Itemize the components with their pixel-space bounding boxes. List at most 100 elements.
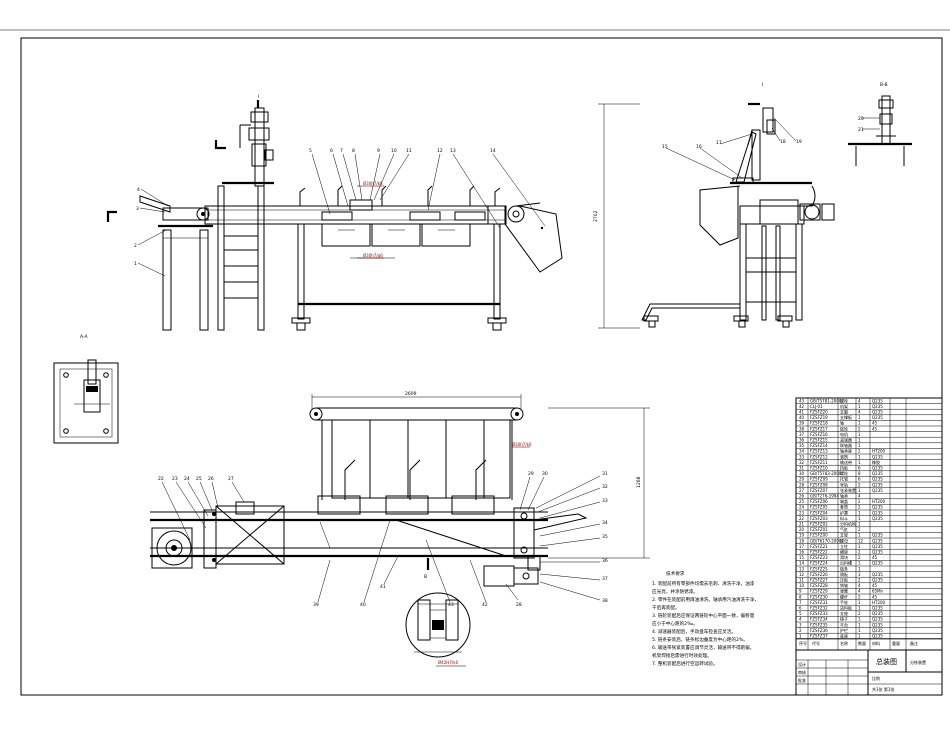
bom-cell: FZSFZ02 — [810, 522, 828, 527]
bom-cell: 手轮 — [840, 599, 848, 605]
bom-cell: 1 — [858, 404, 861, 409]
part-label-1: 1 — [134, 261, 137, 267]
bom-cell: 机架 — [840, 403, 848, 409]
fit-dimension-plan: Ø30h7/k6 — [512, 442, 532, 447]
bom-cell: FZSFZ23 — [810, 555, 828, 560]
part-label-37: 37 — [602, 576, 608, 582]
bom-cell: Q235 — [872, 510, 883, 515]
bom-cell: FZSFZ07 — [810, 488, 828, 493]
bom-cell: 20 — [799, 527, 805, 532]
bom-cell: 30 — [799, 471, 805, 476]
section-mark-plan: B — [424, 574, 427, 580]
bom-cell: 36 — [799, 438, 805, 443]
sheet-label: 共1张 第1张 — [872, 686, 894, 692]
bom-cell: 弹簧 — [840, 588, 848, 594]
bom-cell: 43 — [799, 398, 805, 403]
bom-cell: Q235 — [872, 415, 883, 420]
bom-cell: 减速器 — [840, 437, 852, 443]
part-label-40: 40 — [360, 602, 366, 608]
bom-cell: FZSFZ14 — [810, 443, 828, 448]
bom-header-cell: 备注 — [910, 640, 918, 646]
bom-cell: 14 — [799, 561, 805, 566]
height-dimension: 2702 — [593, 210, 599, 222]
bom-cell: 1 — [858, 622, 861, 627]
bom-cell: Q235 — [872, 544, 883, 549]
bom-cell: 横梁 — [840, 549, 848, 555]
bom-cell: 2 — [858, 550, 861, 555]
bom-cell: 支架 — [840, 532, 848, 538]
bom-cell: FZSFZ18 — [810, 421, 828, 426]
bom-cell: 26 — [799, 494, 805, 499]
bom-cell: 39 — [799, 421, 805, 426]
part-label-19: 19 — [796, 139, 802, 145]
tech-req-line-7: 4. 减速器装配后，手动盘车检查应灵活。 — [652, 628, 736, 635]
plan-part-labels: 22 23 24 25 26 27 28 29 30 31 32 33 34 3… — [158, 471, 608, 608]
section-mark-side: I — [762, 82, 763, 88]
bom-cell: Q235 — [872, 606, 883, 611]
bom-cell: Q235 — [872, 550, 883, 555]
detail-view-top-right: B-B 20 21 — [848, 82, 912, 166]
bom-cell: FZSFZ24 — [810, 561, 828, 566]
bom-cell: 螺栓 — [840, 397, 848, 403]
bom-cell: 1 — [858, 566, 861, 571]
tech-req-line-5: 3. 链轮装配后应保证两链轮中心平面一致，偏移量 — [652, 612, 755, 619]
part-label-35: 35 — [602, 534, 608, 540]
bom-cell: FZSFZ37 — [810, 634, 828, 639]
bom-cell: 6 — [858, 466, 861, 471]
bom-cell: 链条 — [840, 565, 848, 571]
bom-cell: 1 — [858, 617, 861, 622]
tech-req-line-1: 1. 装配前所有零部件均需去毛刺、清洗干净，油漆 — [652, 580, 755, 587]
bom-cell: 轴 — [840, 420, 844, 426]
bom-cell: 42 — [799, 404, 805, 409]
bom-cell: 2 — [858, 555, 861, 560]
bom-cell: 2 — [858, 449, 861, 454]
bom-cell: 27 — [799, 488, 805, 493]
bom-cell: 支腿 — [840, 409, 848, 415]
bom-cell: 11 — [799, 578, 805, 583]
bom-cell: FZSFZ33 — [810, 611, 828, 616]
bom-cell: Q235 — [872, 617, 883, 622]
part-label-32: 32 — [602, 484, 608, 490]
bom-cell: Q235 — [872, 488, 883, 493]
bom-cell: Q235 — [872, 622, 883, 627]
bom-cell: FZSFZ00 — [810, 533, 828, 538]
part-label-6: 6 — [330, 148, 333, 154]
part-label-16: 16 — [696, 144, 702, 150]
width-dimension: 1268 — [636, 476, 642, 488]
bom-cell: FZSFZ25 — [810, 566, 828, 571]
bom-cell: GB/T276-1994 — [810, 494, 839, 499]
bom-cell: Q235 — [872, 572, 883, 577]
bom-cell: 托辊 — [840, 476, 848, 482]
bom-cell: Q235 — [872, 466, 883, 471]
bom-cell: 隔板 — [840, 571, 848, 577]
drawing-name: 分拣装置 — [910, 659, 926, 665]
bom-cell: 18 — [799, 538, 805, 543]
bom-cell: 3 — [858, 572, 861, 577]
approve-label: 批准 — [798, 677, 806, 683]
bom-cell: 轴承 — [840, 493, 848, 499]
bom-cell: 45 — [872, 555, 878, 560]
bom-cell: 4 — [858, 410, 861, 415]
bom-cell: 螺母 — [840, 537, 848, 543]
part-label-41: 41 — [380, 584, 386, 590]
bom-cell: 29 — [799, 477, 805, 482]
part-label-15: 15 — [662, 144, 668, 150]
side-elevation-view: I 2702 — [593, 82, 835, 329]
bom-cell: 1 — [858, 432, 861, 437]
drawing-title: 总装图 — [876, 657, 897, 666]
bom-cell: FZSFZ10 — [810, 466, 828, 471]
bom-cell: Q235 — [872, 634, 883, 639]
part-label-28: 28 — [516, 602, 522, 608]
part-label-14: 14 — [490, 148, 496, 154]
bom-cell: 联轴器 — [840, 442, 852, 448]
bom-cell: 套筒 — [840, 504, 848, 510]
bom-cell: 24 — [799, 505, 805, 510]
bom-cell: 1 — [858, 438, 861, 443]
part-label-26: 26 — [208, 476, 214, 482]
bom-cell: 2 — [799, 628, 802, 633]
part-label-24: 24 — [184, 476, 190, 482]
bom-cell: 2 — [858, 505, 861, 510]
bom-cell: 3 — [799, 622, 802, 627]
bom-header-cell: 序号 — [799, 640, 807, 646]
bom-cell: 6 — [799, 606, 802, 611]
